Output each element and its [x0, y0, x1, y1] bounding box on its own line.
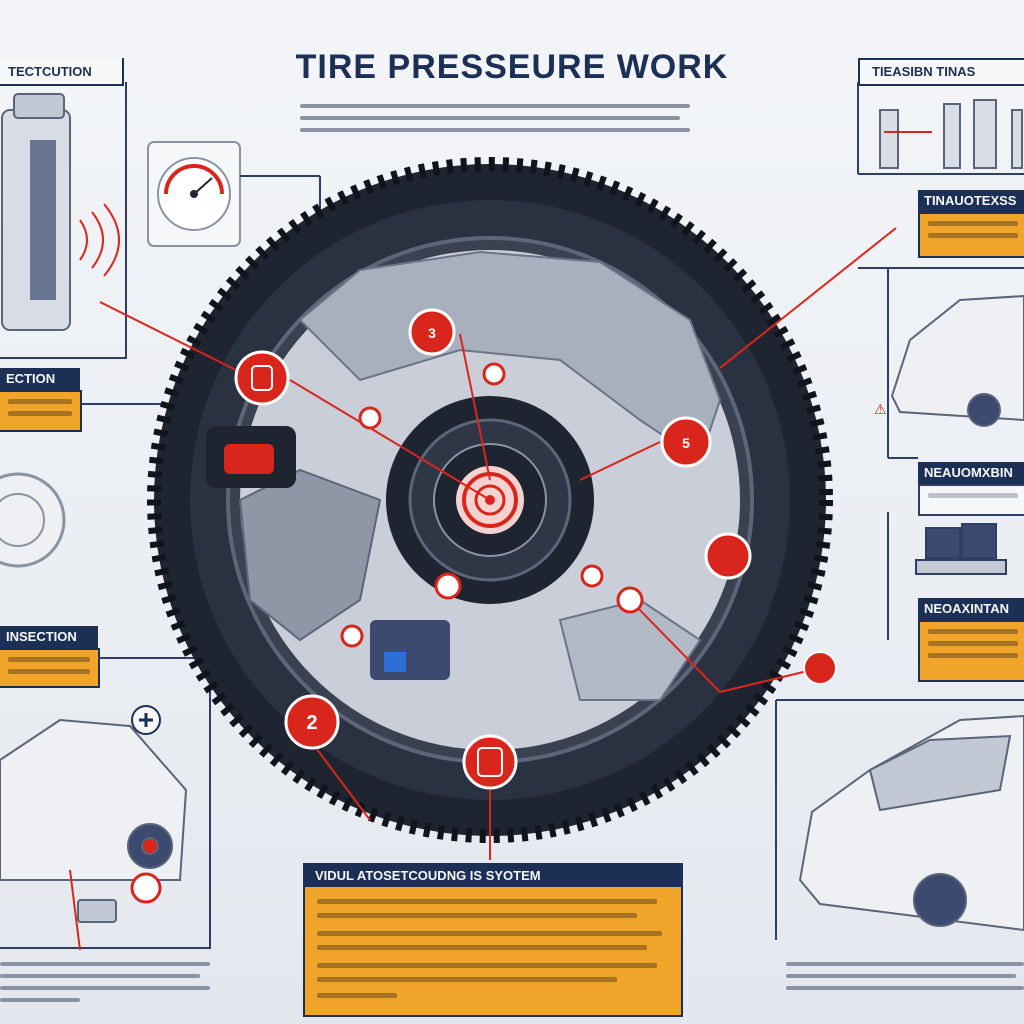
pressure-gauge-panel: [147, 141, 321, 247]
subtitle-line: [300, 116, 680, 120]
wheel-thumbnail: [0, 472, 66, 568]
marker-icon-circle: [462, 734, 518, 790]
warning-icon: ⚠: [874, 401, 887, 417]
diagnostic-laptops: [915, 523, 1007, 575]
car-illustration-bottom-right: [798, 714, 1024, 932]
marker-icon-circle: [704, 532, 752, 580]
low-left-note: [0, 648, 100, 688]
marker-number: [408, 308, 456, 356]
mid-left-note: [0, 390, 82, 432]
note-line: [786, 986, 1024, 990]
mid-left-label-overlay: ECTION: [0, 368, 80, 390]
right-note-1: [918, 212, 1024, 258]
tpms-sensor-module: [1, 93, 120, 331]
marker-small: [616, 586, 644, 614]
right-label-2: NEAUOMXBIN: [918, 462, 1024, 484]
marker-label-3: 3: [428, 325, 436, 341]
leader-lines: [69, 227, 897, 951]
marker-small: [482, 362, 506, 386]
top-left-label-overlay: TECTCUTION: [0, 58, 122, 82]
marker-small: [358, 406, 382, 430]
right-note-2: [918, 484, 1024, 516]
subtitle-line: [300, 104, 690, 108]
panel-frame-top-left: [0, 82, 127, 359]
panel-frame-bottom-left: [0, 690, 211, 949]
top-right-label: TIEASIBN TINAS: [858, 58, 1024, 86]
marker-number: [660, 416, 712, 468]
car-illustration-bottom-left: [0, 718, 188, 923]
diagram-title: TIRE PRESSEURE WORK: [295, 48, 729, 86]
note-line: [786, 962, 1024, 966]
right-note-3: [918, 620, 1024, 682]
system-summary-title: VIDUL ATOSETCOUDNG IS SYOTEM: [305, 865, 681, 887]
car-illustration-right: [890, 294, 1024, 427]
marker-group: 3 5 2: [234, 308, 837, 790]
right-label-1: TINAUOTEXSS: [918, 190, 1024, 212]
system-summary-box: VIDUL ATOSETCOUDNG IS SYOTEM: [303, 863, 683, 1017]
marker-small: [580, 564, 604, 588]
marker-small: [130, 872, 162, 904]
note-line: [0, 962, 210, 966]
note-line: [0, 974, 200, 978]
marker-label-5: 5: [682, 435, 690, 451]
marker-icon-circle: [234, 350, 290, 406]
marker-small: [340, 624, 364, 648]
marker-label-2: 2: [306, 712, 317, 734]
marker-small: [803, 651, 837, 685]
measurement-instruments: [879, 99, 1023, 169]
note-line: [0, 998, 80, 1002]
subtitle-line: [300, 128, 690, 132]
low-left-label: INSECTION: [0, 626, 98, 648]
note-line: [786, 974, 1016, 978]
rim-interior: [206, 250, 740, 750]
marker-small: [434, 572, 462, 600]
note-line: [0, 986, 210, 990]
marker-number: [284, 694, 340, 750]
right-label-3: NEOAXINTAN: [918, 598, 1024, 620]
sensor-unit: [370, 620, 450, 680]
add-icon: [131, 705, 161, 735]
